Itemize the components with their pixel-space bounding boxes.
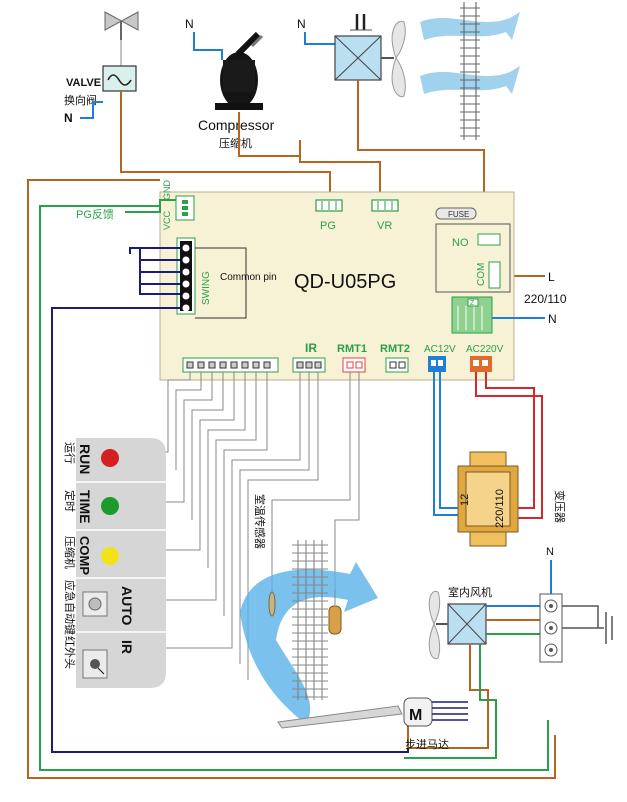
led-run-lamp xyxy=(101,449,119,467)
z-label: Z xyxy=(470,300,475,307)
led-time-code: TIME xyxy=(77,490,93,523)
board-model: QD-U05PG xyxy=(294,271,396,293)
compressor-neutral-label: N xyxy=(185,17,194,31)
fuse-label: FUSE xyxy=(448,210,469,219)
led-run: 运行 RUN xyxy=(63,442,119,474)
ac12v-connector: AC12V xyxy=(424,344,456,372)
led-comp-cn: 压缩机 xyxy=(63,536,77,569)
ir-label: IR xyxy=(305,341,317,355)
ac220v-label: AC220V xyxy=(466,344,504,355)
rmt2-label: RMT2 xyxy=(380,343,410,355)
led-comp-lamp xyxy=(101,547,119,565)
indoor-fan-label: 室内风机 xyxy=(448,585,492,599)
led-run-code: RUN xyxy=(77,444,93,474)
rmt2-connector: RMT2 xyxy=(380,343,410,373)
valve-label: VALVE xyxy=(66,77,101,89)
led-run-cn: 运行 xyxy=(63,442,76,464)
stepper-letter: M xyxy=(409,707,422,724)
brown-wires xyxy=(27,80,556,779)
valve-neutral-label: N xyxy=(64,111,73,125)
pg-label: PG xyxy=(320,220,336,232)
pg-connector: PG xyxy=(315,199,343,232)
pg-feedback-wires xyxy=(39,199,549,771)
pg-feedback-connector: VCC GND xyxy=(162,180,195,230)
temp-sensor-label: 室温传感器 xyxy=(253,494,267,549)
auto-button-cn: 应急自动键 xyxy=(63,580,77,635)
transformer-label: 变压器 xyxy=(553,490,567,523)
transformer: 12 220/110 变压器 xyxy=(433,372,567,547)
ac12v-label: AC12V xyxy=(424,344,456,355)
swing-connector: SWING Common pin xyxy=(176,237,277,319)
transformer-high-label: 220/110 xyxy=(494,489,506,528)
outdoor-fan: N xyxy=(297,2,520,140)
vcc-label: VCC xyxy=(162,210,172,230)
temp-sensor: 室温传感器 xyxy=(253,494,342,635)
led-connector xyxy=(182,357,279,373)
led-comp-code: COMP xyxy=(77,536,92,575)
transformer-low-label: 12 xyxy=(459,494,471,506)
stepper-motor: M 步进马达 xyxy=(277,697,468,751)
live-label: L xyxy=(548,270,555,284)
led-time-cn: 定时 xyxy=(63,490,77,512)
relay-area: FUSE NO COM Z xyxy=(435,207,545,334)
voltage-label: 220/110 xyxy=(524,292,567,306)
outdoor-fan-neutral-label: N xyxy=(297,17,306,31)
valve-label-cn: 换向阀 xyxy=(64,93,97,107)
led-time: 定时 TIME xyxy=(63,490,119,523)
airflow-evaporator xyxy=(240,540,378,724)
compressor-label-cn: 压缩机 xyxy=(219,136,252,150)
auto-button-code: AUTO xyxy=(119,586,135,626)
compressor-label: Compressor xyxy=(198,117,275,133)
indoor-fan: 室内风机 N xyxy=(404,546,613,759)
ac220v-connector: AC220V xyxy=(466,344,504,372)
pg-feedback-label: PG反馈 xyxy=(76,208,114,221)
indoor-neutral-label: N xyxy=(546,546,554,558)
ir-receiver-cn: 红外头 xyxy=(63,636,76,669)
ir-connector: IR xyxy=(292,341,326,373)
ir-receiver: 红外头 IR xyxy=(63,636,135,679)
reversing-valve: VALVE 换向阀 N xyxy=(64,11,139,125)
vr-label: VR xyxy=(377,220,392,232)
auto-button[interactable]: 应急自动键 AUTO xyxy=(63,580,135,635)
common-pin-label: Common pin xyxy=(220,272,277,283)
com-label: COM xyxy=(476,263,487,286)
no-label: NO xyxy=(452,237,469,249)
led-time-lamp xyxy=(101,497,119,515)
ir-receiver-code: IR xyxy=(119,640,135,654)
stepper-label: 步进马达 xyxy=(405,738,449,751)
neutral-label: N xyxy=(548,312,557,326)
control-board xyxy=(159,191,515,381)
gnd-label: GND xyxy=(162,180,172,201)
led-comp: 压缩机 COMP xyxy=(63,536,119,575)
swing-label: SWING xyxy=(201,271,212,305)
indicator-panel: 运行 RUN 定时 TIME 压缩机 COMP 应急自动键 AUTO 红外头 I… xyxy=(63,438,166,688)
rmt1-connector: RMT1 xyxy=(337,343,367,373)
vr-connector: VR xyxy=(371,199,399,232)
compressor: N Compressor 压缩机 xyxy=(185,17,275,150)
rmt1-label: RMT1 xyxy=(337,343,367,355)
